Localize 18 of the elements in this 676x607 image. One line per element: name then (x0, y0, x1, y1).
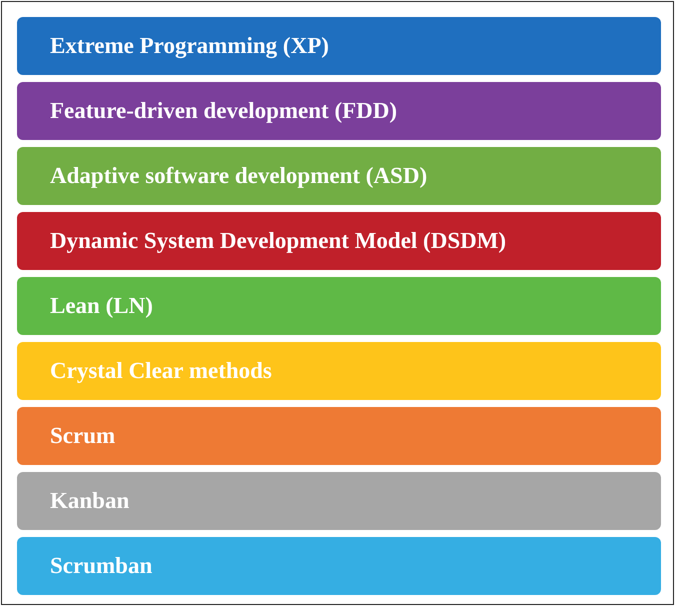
method-bar (17, 537, 661, 595)
method-bar (17, 342, 661, 400)
method-bar (17, 82, 661, 140)
method-bar (17, 212, 661, 270)
method-bar (17, 147, 661, 205)
method-name: Lean (LN) (50, 293, 153, 319)
method-name: Crystal Clear methods (50, 358, 272, 384)
method-bar (17, 17, 661, 75)
method-name: Scrumban (50, 553, 152, 579)
method-name: Adaptive software development (ASD) (50, 163, 428, 189)
method-name: Kanban (50, 488, 130, 514)
method-name: Scrum (50, 423, 116, 449)
method-bar (17, 407, 661, 465)
method-name: Dynamic System Development Model (DSDM) (50, 228, 506, 254)
method-name: Extreme Programming (XP) (50, 33, 329, 59)
method-bar (17, 277, 661, 335)
method-name: Feature-driven development (FDD) (50, 98, 398, 124)
method-bar (17, 472, 661, 530)
